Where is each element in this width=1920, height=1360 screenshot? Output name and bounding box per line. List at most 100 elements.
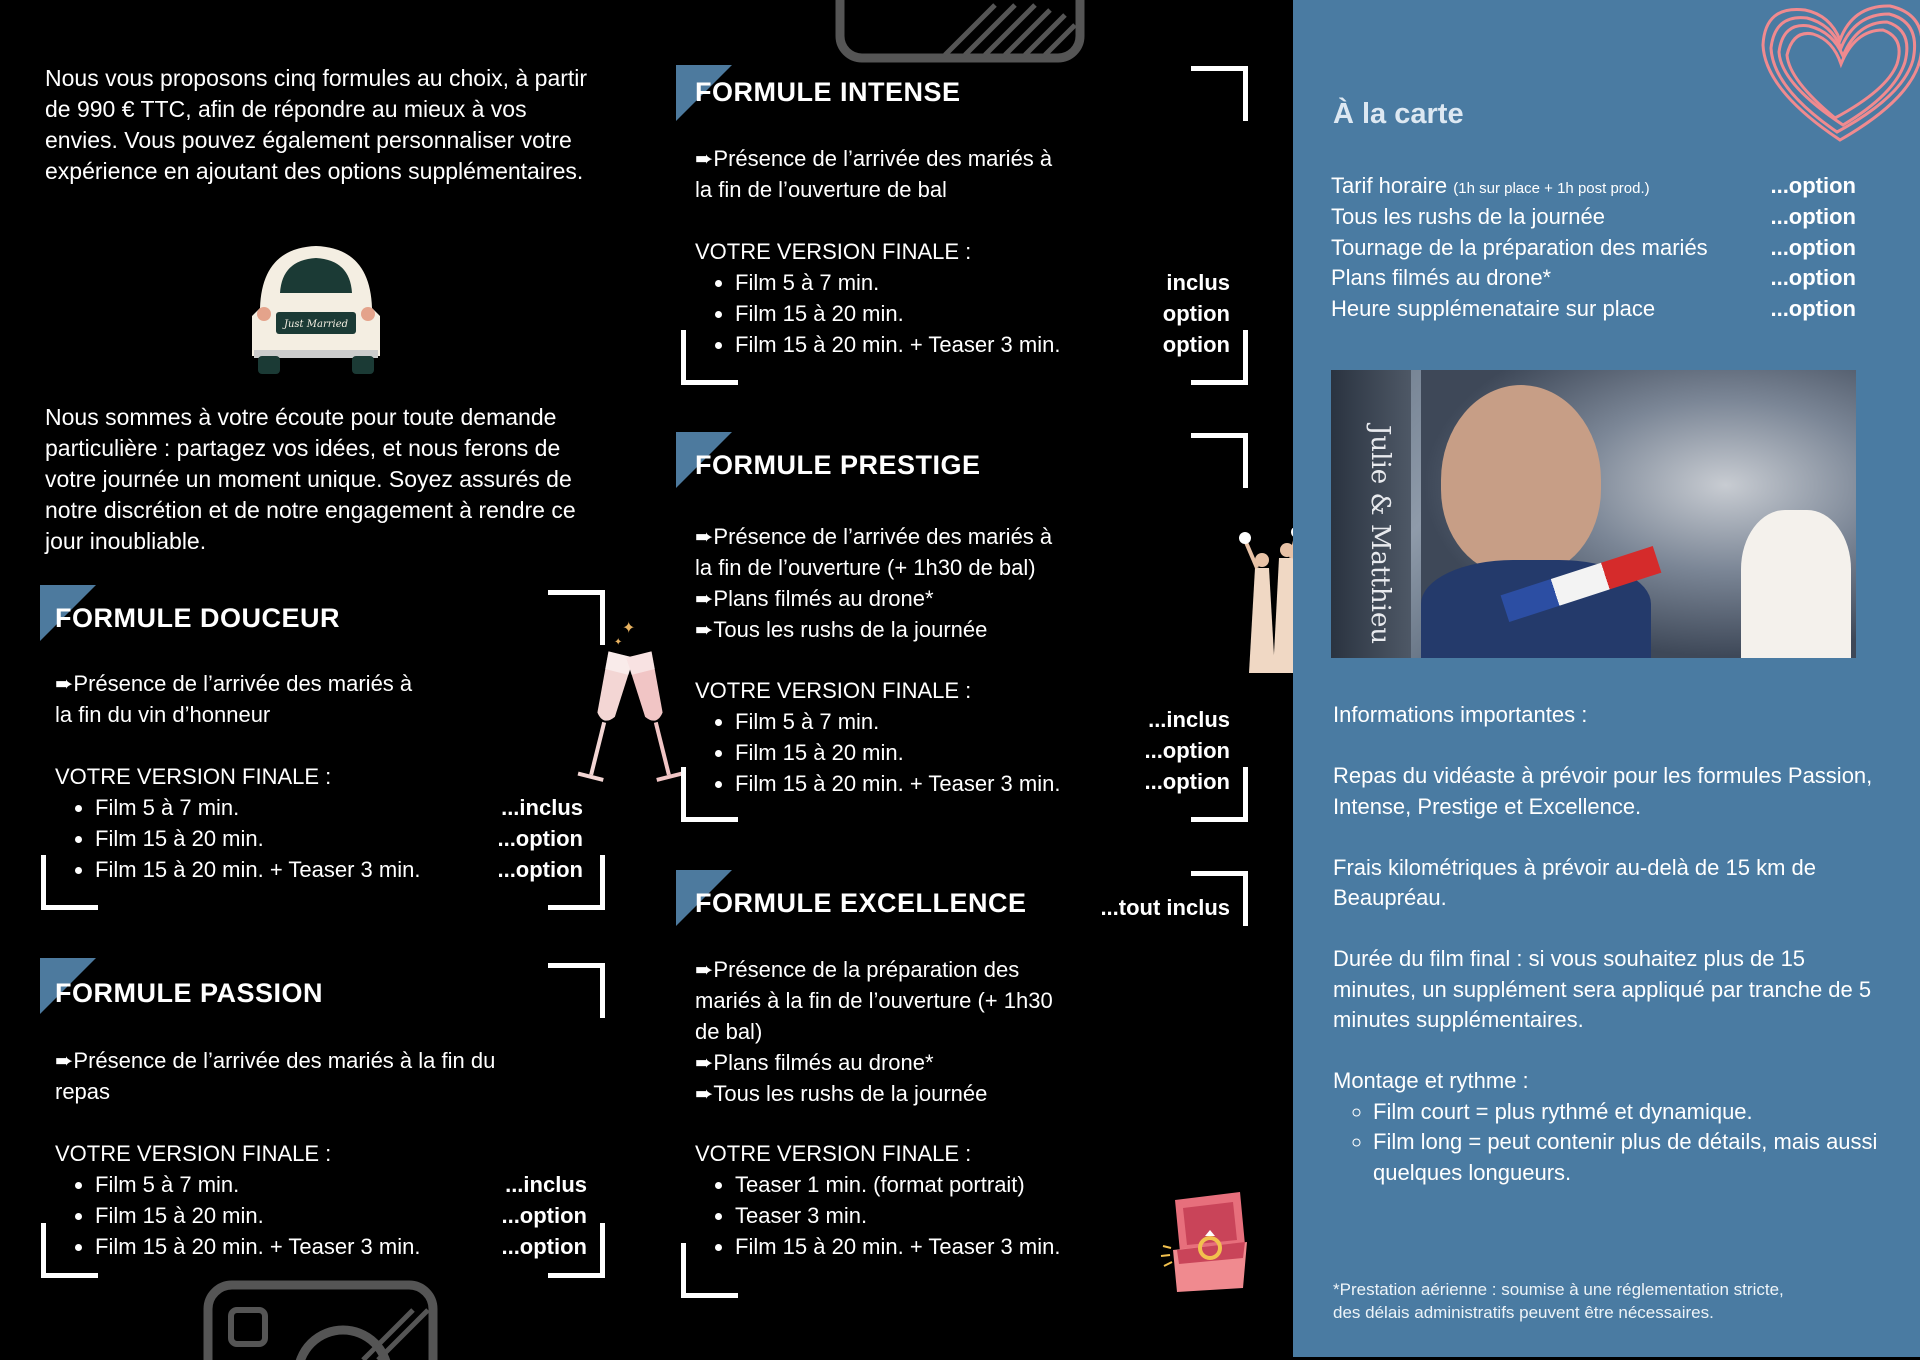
film-item: Film 15 à 20 min. + Teaser 3 min. bbox=[95, 1231, 475, 1262]
film-item: Film 15 à 20 min. + Teaser 3 min. bbox=[735, 768, 1115, 799]
carte-row-label: Tournage de la préparation des mariés bbox=[1331, 235, 1708, 260]
film-item: Film 15 à 20 min. + Teaser 3 min. bbox=[735, 329, 1115, 360]
carte-row-label: Plans filmés au drone* bbox=[1331, 265, 1552, 290]
desc-line: de bal) bbox=[695, 1019, 763, 1044]
option-value: ...inclus bbox=[501, 795, 583, 820]
desc-line: ➨Présence de l’arrivée des mariés à bbox=[55, 671, 413, 696]
formule-intense-title: FORMULE INTENSE bbox=[695, 77, 961, 107]
formule-douceur-title: FORMULE DOUCEUR bbox=[55, 603, 340, 633]
info-title: Informations importantes : bbox=[1333, 702, 1588, 727]
important-info: Informations importantes : Repas du vidé… bbox=[1333, 700, 1893, 1188]
bracket-bottom-left bbox=[681, 330, 738, 385]
carte-title: À la carte bbox=[1333, 98, 1464, 130]
film-item: Film 15 à 20 min. + Teaser 3 min. bbox=[735, 1231, 1155, 1262]
film-item: Film 5 à 7 min. bbox=[95, 792, 475, 823]
intro-paragraph-1: Nous vous proposons cinq formules au cho… bbox=[45, 63, 605, 187]
formule-excellence-description: ➨Présence de la préparation des mariés à… bbox=[695, 954, 1053, 1109]
bracket-bottom-right bbox=[548, 1223, 605, 1278]
info-montage-title: Montage et rythme : bbox=[1333, 1068, 1529, 1093]
carte-row-value: ...option bbox=[1770, 265, 1856, 290]
carte-row: Heure supplémenataire sur place ...optio… bbox=[1331, 293, 1856, 324]
version-label: VOTRE VERSION FINALE : bbox=[695, 678, 972, 703]
carte-row: Tournage de la préparation des mariés ..… bbox=[1331, 232, 1856, 263]
version-label: VOTRE VERSION FINALE : bbox=[55, 1141, 332, 1166]
carte-row-note: (1h sur place + 1h post prod.) bbox=[1453, 180, 1650, 197]
photo-head bbox=[1441, 385, 1601, 575]
carte-row: Plans filmés au drone* ...option bbox=[1331, 262, 1856, 293]
bracket-top-right bbox=[548, 590, 605, 645]
formule-douceur-card: FORMULE DOUCEUR ➨Présence de l’arrivée d… bbox=[40, 585, 605, 910]
svg-text:✦: ✦ bbox=[614, 637, 622, 648]
bracket-bottom-right bbox=[548, 855, 605, 910]
formule-prestige-options: ...inclus ...option ...option bbox=[1144, 704, 1230, 797]
desc-line: la fin de l’ouverture (+ 1h30 de bal) bbox=[695, 555, 1036, 580]
desc-line: la fin de l’ouverture de bal bbox=[695, 177, 947, 202]
camera-outline-top-icon bbox=[835, 0, 1085, 63]
info-duration: Durée du film final : si vous souhaitez … bbox=[1333, 946, 1872, 1032]
bracket-bottom-left bbox=[681, 767, 738, 822]
svg-text:✦: ✦ bbox=[622, 618, 635, 637]
champagne-glasses-icon: ✦ ✦ bbox=[577, 618, 683, 782]
footnote-line: des délais administratifs peuvent être n… bbox=[1333, 1303, 1714, 1322]
film-item: Film 15 à 20 min. bbox=[735, 737, 1115, 768]
formule-passion-options: ...inclus ...option ...option bbox=[501, 1169, 587, 1262]
intro-text-1: Nous vous proposons cinq formules au cho… bbox=[45, 65, 588, 184]
formule-intense-options: inclus option option bbox=[1163, 267, 1230, 360]
photo-caption-band bbox=[1331, 370, 1411, 658]
film-item: Teaser 1 min. (format portrait) bbox=[735, 1169, 1155, 1200]
intro-text-2: Nous sommes à votre écoute pour toute de… bbox=[45, 404, 576, 554]
formule-excellence-title: FORMULE EXCELLENCE bbox=[695, 888, 1027, 918]
camera-outline-bottom-icon bbox=[203, 1280, 438, 1360]
desc-line: ➨Plans filmés au drone* bbox=[695, 1050, 934, 1075]
bracket-bottom-left bbox=[41, 1223, 98, 1278]
formule-douceur-options: ...inclus ...option ...option bbox=[497, 792, 583, 885]
version-label: VOTRE VERSION FINALE : bbox=[695, 1141, 972, 1166]
wedding-photo: Julie & Matthieu bbox=[1331, 370, 1856, 658]
footnote: *Prestation aérienne : soumise à une rég… bbox=[1333, 1278, 1784, 1324]
desc-line: ➨Plans filmés au drone* bbox=[695, 586, 934, 611]
desc-line: ➨Tous les rushs de la journée bbox=[695, 1081, 988, 1106]
carte-row-value: ...option bbox=[1770, 173, 1856, 198]
bracket-bottom-left bbox=[681, 1243, 738, 1298]
option-value: option bbox=[1162, 332, 1230, 357]
heart-scribble-icon bbox=[1761, 4, 1920, 142]
car-plate-text: Just Married bbox=[282, 319, 348, 330]
desc-line: mariés à la fin de l’ouverture (+ 1h30 bbox=[695, 988, 1053, 1013]
formule-passion-card: FORMULE PASSION ➨Présence de l’arrivée d… bbox=[40, 958, 605, 1278]
film-item: Film 15 à 20 min. bbox=[735, 298, 1115, 329]
formule-passion-description: ➨Présence de l’arrivée des mariés à la f… bbox=[55, 1045, 495, 1107]
formule-intense-version: VOTRE VERSION FINALE : Film 5 à 7 min. F… bbox=[695, 236, 1115, 360]
formule-intense-card: FORMULE INTENSE ➨Présence de l’arrivée d… bbox=[676, 65, 1248, 385]
desc-line: repas bbox=[55, 1079, 111, 1104]
carte-row-label: Heure supplémenataire sur place bbox=[1331, 296, 1656, 321]
bracket-top-right bbox=[548, 963, 605, 1018]
bracket-bottom-right bbox=[1191, 330, 1248, 385]
carte-row: Tous les rushs de la journée ...option bbox=[1331, 201, 1856, 232]
wedding-car-icon: Just Married bbox=[252, 246, 380, 374]
montage-item: Film court = plus rythmé et dynamique. bbox=[1373, 1097, 1893, 1128]
film-item: Film 5 à 7 min. bbox=[735, 267, 1115, 298]
formule-passion-version: VOTRE VERSION FINALE : Film 5 à 7 min. F… bbox=[55, 1138, 475, 1262]
formule-excellence-version: VOTRE VERSION FINALE : Teaser 1 min. (fo… bbox=[695, 1138, 1155, 1262]
formule-excellence-card: FORMULE EXCELLENCE ...tout inclus ➨Prése… bbox=[676, 870, 1248, 1298]
option-value: option bbox=[1162, 301, 1230, 326]
intro-paragraph-2: Nous sommes à votre écoute pour toute de… bbox=[45, 402, 605, 557]
right-info-panel: À la carte Tarif horaire (1h sur place +… bbox=[1293, 0, 1920, 1357]
montage-item: Film long = peut contenir plus de détail… bbox=[1373, 1127, 1893, 1188]
formule-douceur-description: ➨Présence de l’arrivée des mariés à la f… bbox=[55, 668, 412, 730]
bracket-top-right bbox=[1191, 433, 1248, 488]
info-meal: Repas du vidéaste à prévoir pour les for… bbox=[1333, 763, 1873, 819]
carte-row-value: ...option bbox=[1770, 204, 1856, 229]
formule-douceur-version: VOTRE VERSION FINALE : Film 5 à 7 min. F… bbox=[55, 761, 475, 885]
desc-line: ➨Tous les rushs de la journée bbox=[695, 617, 988, 642]
photo-caption: Julie & Matthieu bbox=[1365, 425, 1395, 645]
option-value: ...option bbox=[1144, 769, 1230, 794]
option-value: ...option bbox=[497, 857, 583, 882]
desc-line: ➨Présence de la préparation des bbox=[695, 957, 1020, 982]
bracket-top-right bbox=[1191, 66, 1248, 121]
bracket-bottom-left bbox=[41, 855, 98, 910]
bracket-bottom-right bbox=[1191, 767, 1248, 822]
bracket-top-right bbox=[1191, 871, 1248, 926]
option-value: inclus bbox=[1166, 270, 1230, 295]
option-value: ...option bbox=[501, 1203, 587, 1228]
